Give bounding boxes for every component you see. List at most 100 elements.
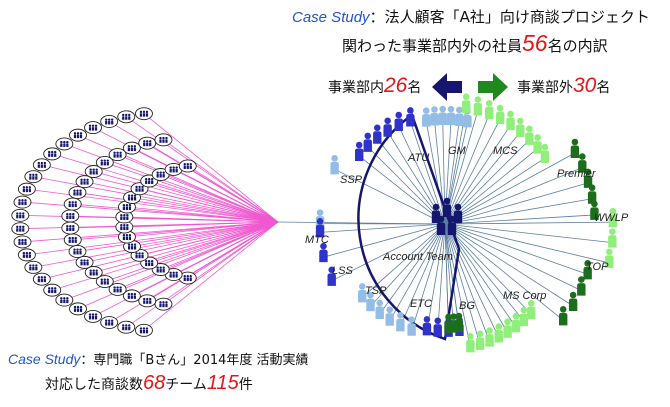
label-wwlp: WWLP bbox=[594, 212, 629, 224]
customer-oval-icon-25 bbox=[139, 295, 156, 307]
account-team-person-icon-3 bbox=[437, 216, 445, 235]
customer-oval-icon-43 bbox=[155, 134, 172, 146]
person-icon-31 bbox=[506, 111, 514, 130]
person-icon-30 bbox=[496, 105, 504, 124]
footer-prefix: 対応した商談数 bbox=[45, 377, 143, 393]
person-icon-28 bbox=[474, 96, 482, 115]
customer-oval-icon-31 bbox=[69, 245, 86, 257]
team-link-17 bbox=[412, 224, 445, 331]
customer-oval-icon-59 bbox=[179, 160, 196, 172]
label-mtc: MTC bbox=[305, 234, 329, 246]
person-icon-29 bbox=[485, 100, 493, 119]
footer-teams-unit: チーム bbox=[165, 377, 207, 393]
person-icon-3 bbox=[439, 106, 447, 125]
person-icon-36 bbox=[571, 139, 579, 158]
footer-separator: ： bbox=[80, 353, 93, 368]
person-icon-45 bbox=[577, 276, 585, 295]
person-icon-18 bbox=[396, 312, 404, 331]
label-premier: Premier bbox=[557, 168, 597, 180]
customer-oval-icon-33 bbox=[62, 222, 79, 234]
customer-oval-icon-24 bbox=[155, 298, 172, 310]
team-link-18 bbox=[400, 224, 445, 326]
person-icon-54 bbox=[476, 331, 484, 350]
customer-oval-icon-42 bbox=[139, 137, 156, 149]
team-link-45 bbox=[445, 224, 581, 291]
person-icon-8 bbox=[383, 117, 391, 136]
person-icon-47 bbox=[559, 306, 567, 325]
footer-cases-unit: 件 bbox=[239, 377, 253, 393]
label-top: TOP bbox=[586, 261, 609, 273]
customer-oval-icon-41 bbox=[123, 142, 140, 154]
person-icon-52 bbox=[495, 323, 503, 342]
customer-oval-icon-13 bbox=[14, 196, 31, 208]
customer-oval-icon-23 bbox=[135, 108, 152, 120]
label-tsp: TSP bbox=[365, 285, 387, 297]
legend-inside-unit: 名 bbox=[407, 80, 421, 96]
arrow-outside-icon bbox=[478, 73, 508, 101]
legend-outside-label: 事業部外 bbox=[517, 80, 573, 96]
team-link-29 bbox=[445, 114, 489, 224]
header-count: 56 bbox=[522, 30, 548, 56]
customer-oval-icon-20 bbox=[85, 122, 102, 134]
team-link-25 bbox=[438, 224, 445, 332]
account-team-person-icon-4 bbox=[448, 216, 456, 235]
customer-oval-icon-14 bbox=[18, 183, 35, 195]
person-icon-9 bbox=[373, 124, 381, 143]
header-suffix: 名の内訳 bbox=[548, 37, 608, 55]
person-icon-34 bbox=[533, 134, 541, 153]
customer-oval-icon-8 bbox=[25, 261, 42, 273]
person-icon-19 bbox=[385, 306, 393, 325]
magenta-link-5 bbox=[64, 222, 278, 300]
footer-cases: 115 bbox=[207, 372, 239, 394]
customer-oval-icon-2 bbox=[101, 317, 118, 329]
person-icon-6 bbox=[406, 107, 414, 126]
customer-oval-icon-5 bbox=[56, 294, 73, 306]
label-bg: BG bbox=[459, 300, 475, 312]
person-icon-25 bbox=[434, 317, 442, 336]
person-icon-49 bbox=[520, 307, 528, 326]
legend-inside: 事業部内26名 bbox=[328, 74, 421, 98]
person-icon-27 bbox=[462, 94, 470, 113]
customer-oval-icon-10 bbox=[14, 236, 31, 248]
footer-line-1: Case Study：専門職「Bさん」2014年度 活動実績 bbox=[8, 349, 309, 368]
person-icon-42 bbox=[608, 228, 616, 247]
person-icon-2 bbox=[447, 106, 455, 125]
label-etc: ETC bbox=[410, 298, 432, 310]
customer-oval-icon-6 bbox=[44, 284, 61, 296]
person-icon-11 bbox=[355, 142, 363, 161]
customer-oval-icon-19 bbox=[70, 129, 87, 141]
person-icon-58 bbox=[444, 314, 452, 333]
person-icon-35 bbox=[541, 144, 549, 163]
header-line-1: Case Study：法人顧客「A社」向け商談プロジェクト bbox=[292, 6, 650, 27]
person-icon-32 bbox=[516, 118, 524, 137]
person-icon-51 bbox=[503, 318, 511, 337]
customer-oval-icon-17 bbox=[44, 148, 61, 160]
person-icon-10 bbox=[364, 133, 372, 152]
footer-line-2: 対応した商談数68チーム115件 bbox=[45, 372, 253, 395]
label-account-team: Account Team bbox=[382, 251, 453, 263]
magenta-link-18 bbox=[64, 144, 278, 222]
team-link-43 bbox=[445, 224, 609, 263]
customer-oval-icon-35 bbox=[64, 198, 81, 210]
customer-oval-icon-32 bbox=[64, 234, 81, 246]
person-icon-20 bbox=[376, 300, 384, 319]
person-icon-5 bbox=[422, 107, 430, 126]
header-title: 法人顧客「A社」向け商談プロジェクト bbox=[385, 8, 650, 26]
label-mcs: MCS bbox=[493, 145, 518, 157]
person-icon-48 bbox=[527, 300, 535, 319]
footer-case-study: Case Study bbox=[8, 351, 80, 367]
customer-oval-icon-36 bbox=[69, 187, 86, 199]
person-icon-33 bbox=[525, 126, 533, 145]
customer-oval-icon-15 bbox=[25, 171, 42, 183]
header-case-study: Case Study bbox=[292, 9, 370, 26]
customer-oval-icon-3 bbox=[85, 310, 102, 322]
label-gm: GM bbox=[448, 145, 467, 157]
header-prefix: 関わった事業部内外の社員 bbox=[342, 37, 522, 55]
customer-oval-icon-9 bbox=[18, 249, 35, 261]
customer-oval-icon-7 bbox=[33, 273, 50, 285]
header-line-2: 関わった事業部内外の社員56名の内訳 bbox=[342, 30, 608, 57]
legend-inside-label: 事業部内 bbox=[328, 80, 384, 96]
customer-oval-icon-11 bbox=[12, 223, 29, 235]
